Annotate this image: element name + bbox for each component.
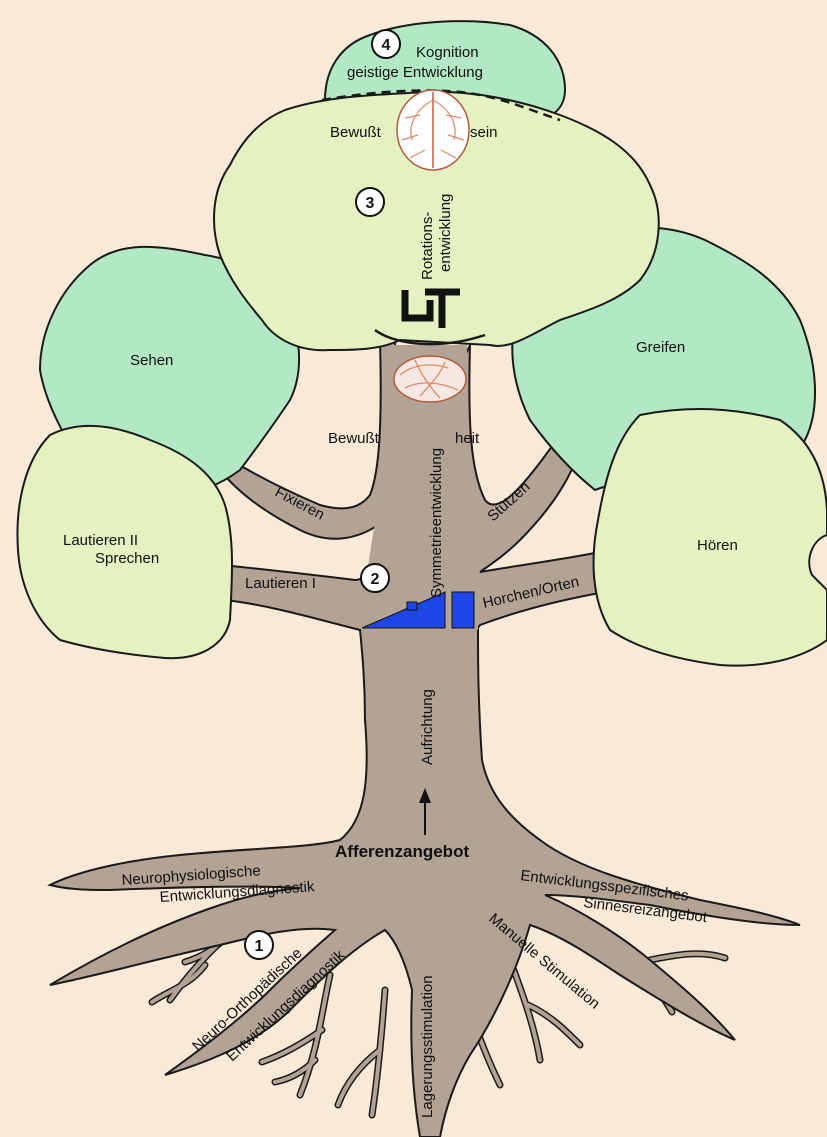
stage-number-1: 1 [255, 938, 264, 955]
stage-number-2: 2 [371, 571, 380, 588]
stage-number-3: 3 [366, 195, 375, 212]
label-kognition: Kognition [416, 44, 479, 61]
blue-small-square [407, 602, 417, 610]
label-symmetrieentwicklung: Symmetrieentwicklung [428, 448, 445, 598]
label-lagerungsstimulation: Lagerungsstimulation [419, 975, 436, 1118]
label-entwicklung: entwicklung [437, 194, 454, 272]
label-aufrichtung: Aufrichtung [419, 689, 436, 765]
label-bewusst-mid: Bewußt [328, 430, 380, 447]
blue-rect-marker [452, 592, 474, 628]
label-lautieren-i: Lautieren I [245, 575, 316, 592]
label-heit: heit [455, 430, 480, 447]
label-sprechen: Sprechen [95, 550, 159, 567]
label-sein: sein [470, 124, 498, 141]
brain-side-view-icon [394, 356, 466, 402]
label-geistige-entwicklung: geistige Entwicklung [347, 64, 483, 81]
stage-number-4: 4 [382, 37, 391, 54]
label-lautieren-ii: Lautieren II [63, 532, 138, 549]
label-sehen: Sehen [130, 352, 173, 369]
brain-top-view-icon [397, 90, 469, 170]
label-bewusst-top: Bewußt [330, 124, 382, 141]
label-greifen: Greifen [636, 339, 685, 356]
label-hoeren: Hören [697, 537, 738, 554]
label-rotations: Rotations- [419, 212, 436, 280]
label-afferenzangebot: Afferenzangebot [335, 842, 469, 861]
